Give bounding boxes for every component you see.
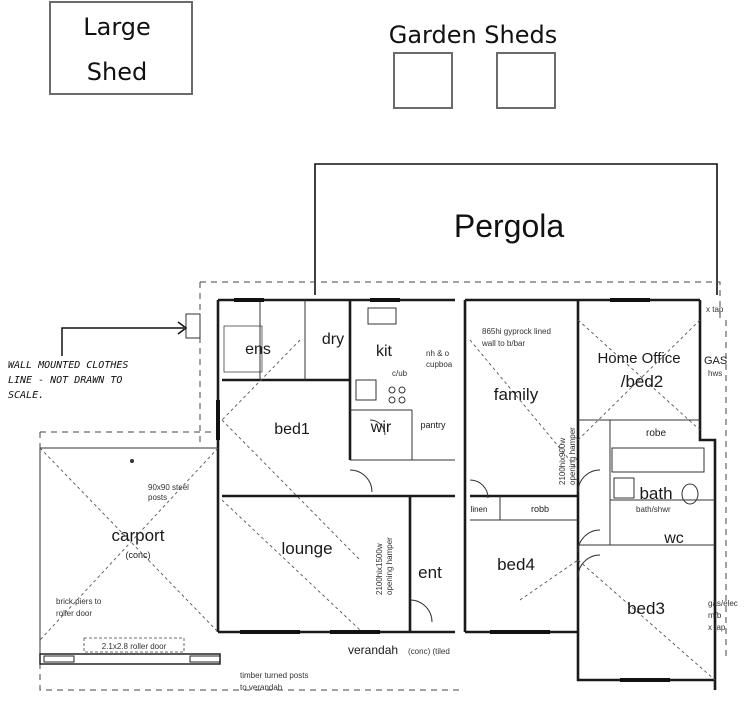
note-verandah-sub: (conc) (tiled	[408, 647, 450, 656]
room-label-ens: ens	[245, 341, 271, 358]
note-gas-elec-3: x tap	[708, 623, 726, 632]
note-timber-posts-2: to verandah	[240, 683, 282, 692]
room-label-family: family	[494, 385, 539, 404]
room-label-home-office-2: /bed2	[621, 372, 664, 391]
note-clothes-line-2: LINE - NOT DRAWN TO	[8, 375, 122, 386]
note-hamper-lounge-2: opening hamper	[385, 537, 394, 595]
note-clothes-line-1: WALL MOUNTED CLOTHES	[8, 360, 128, 371]
large-shed-box	[49, 1, 193, 95]
note-roller-door: 2.1x2.8 roller door	[102, 642, 167, 651]
fixtures	[185, 307, 705, 505]
room-label-wir: wir	[370, 419, 392, 436]
note-brick-piers-1: brick piers to	[56, 597, 102, 606]
room-label-pantry: pantry	[420, 420, 446, 430]
room-label-home-office-1: Home Office	[597, 350, 680, 367]
room-label-dry: dry	[322, 331, 344, 348]
note-brick-piers-2: roller door	[56, 609, 92, 618]
room-label-robb: robb	[531, 504, 549, 514]
walls-left	[216, 298, 455, 634]
room-label-linen: linen	[471, 505, 488, 514]
note-gas-elec-1: gas/elec	[708, 599, 738, 608]
note-steel-posts-1: 90x90 steel	[148, 483, 189, 492]
note-clothes-line-3: SCALE.	[8, 390, 44, 401]
room-label-robe: robe	[646, 428, 666, 439]
note-tap: x tap	[706, 305, 724, 314]
note-hws: hws	[708, 369, 722, 378]
note-timber-posts-1: timber turned posts	[240, 671, 308, 680]
garden-sheds-title: Garden Sheds	[389, 21, 558, 49]
arrow-head-icon	[177, 321, 188, 335]
room-label-kit: kit	[376, 343, 393, 360]
carport-structure	[39, 447, 221, 665]
note-hamper-family-1: 2100hix900w	[558, 438, 567, 485]
note-hamper-lounge: 2100hix1500w opening hamper	[375, 537, 394, 595]
roof-hip-lines	[221, 319, 716, 681]
pergola-label: Pergola	[454, 208, 565, 244]
room-label-lounge: lounge	[281, 539, 332, 558]
note-hamper-family: 2100hix900w opening hamper	[558, 427, 577, 485]
room-label-wc: wc	[663, 530, 684, 547]
note-bath-shwr: bath/shwr	[636, 505, 671, 514]
garden-shed-1	[393, 52, 453, 109]
note-cfub: c/ub	[392, 369, 408, 378]
room-label-carport-sub: (conc)	[125, 550, 150, 560]
room-label-bed1: bed1	[274, 421, 310, 438]
note-gyprock-1: 865hi gyprock lined	[482, 327, 551, 336]
room-label-carport: carport	[112, 526, 165, 545]
room-label-bed4: bed4	[497, 555, 535, 574]
note-gas-elec-2: m/b	[708, 611, 722, 620]
note-steel-posts-2: posts	[148, 493, 167, 502]
room-label-bed3: bed3	[627, 599, 665, 618]
garden-shed-2	[496, 52, 556, 109]
note-hamper-lounge-1: 2100hix1500w	[375, 543, 384, 595]
eaves-line-top	[200, 281, 721, 318]
note-gas: GAS	[704, 355, 727, 367]
room-label-bath: bath	[639, 484, 672, 503]
carport-eaves-bottom	[39, 432, 460, 691]
note-hamper-family-2: opening hamper	[568, 427, 577, 485]
large-shed-label-1: Large	[83, 13, 151, 41]
clothes-line-arrow	[61, 327, 184, 356]
note-cupboard-2: cupboa	[426, 360, 453, 369]
windows	[216, 298, 670, 682]
pergola-outline	[314, 163, 718, 295]
note-verandah: verandah	[348, 643, 398, 657]
note-cupboard-1: nh & o	[426, 349, 450, 358]
note-gyprock-2: wall to b/bar	[481, 339, 525, 348]
large-shed-label-2: Shed	[87, 58, 147, 86]
room-label-ent: ent	[418, 563, 442, 582]
door-swings	[349, 419, 601, 623]
